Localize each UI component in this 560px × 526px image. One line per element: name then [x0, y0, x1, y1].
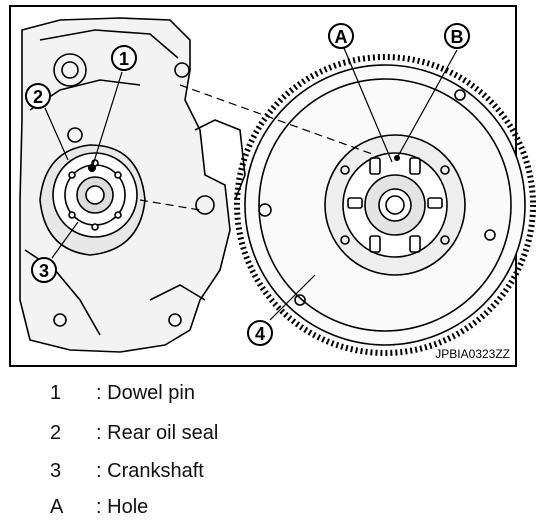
crankshaft-hub — [52, 152, 138, 238]
legend-row-2: 2: Rear oil seal — [50, 422, 218, 445]
legend-text: Crankshaft — [107, 460, 204, 482]
legend-separator: : — [96, 382, 102, 404]
legend-separator: : — [96, 422, 102, 444]
alignment-line — [179, 84, 376, 156]
legend-text: Hole — [107, 496, 149, 518]
legend-key: 1 — [50, 382, 62, 404]
callout-a-label: A — [335, 27, 348, 47]
legend-text: Rear oil seal — [107, 422, 219, 444]
callout-a: A — [328, 23, 354, 49]
callout-2-label: 2 — [33, 87, 43, 107]
callout-b: B — [444, 23, 470, 49]
callout-b-label: B — [451, 27, 464, 47]
legend-key: A — [50, 496, 64, 518]
legend-key: 3 — [50, 460, 62, 482]
legend-row-a: A: Hole — [50, 496, 148, 519]
legend-text: Dowel pin — [107, 382, 195, 404]
callout-3: 3 — [31, 257, 57, 283]
legend-row-3: 3: Crankshaft — [50, 460, 204, 483]
callout-4-label: 4 — [255, 324, 265, 344]
callout-1-label: 1 — [119, 49, 129, 69]
callout-2: 2 — [25, 83, 51, 109]
leader-lines — [44, 47, 458, 321]
legend-key: 2 — [50, 422, 62, 444]
callout-4: 4 — [247, 320, 273, 346]
legend-separator: : — [96, 496, 102, 518]
callout-1: 1 — [111, 45, 137, 71]
image-code: JPBIA0323ZZ — [435, 347, 510, 361]
legend-separator: : — [96, 460, 102, 482]
legend-row-1: 1: Dowel pin — [50, 382, 195, 405]
callout-3-label: 3 — [39, 261, 49, 281]
alignment-line-lower — [139, 199, 201, 211]
